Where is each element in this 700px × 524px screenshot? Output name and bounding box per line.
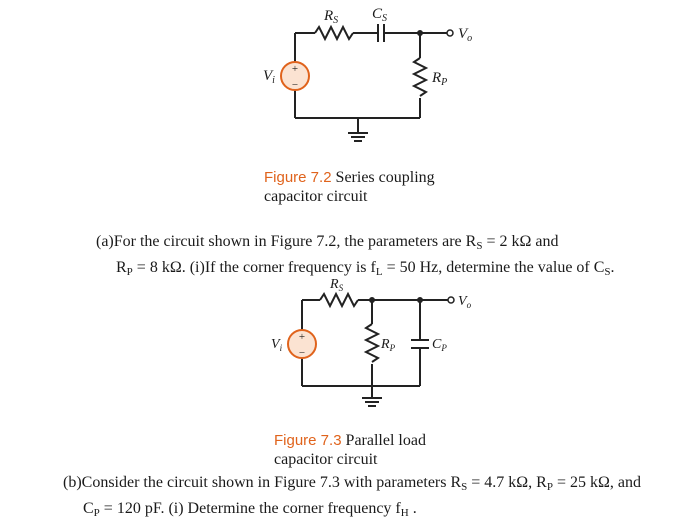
figure-7-2-label: Figure 7.2 — [264, 169, 332, 186]
label-rs: RS — [329, 277, 344, 293]
problem-b-line2: CP = 120 pF. (i) Determine the corner fr… — [83, 500, 417, 519]
capacitor-cp-icon — [411, 339, 429, 349]
ground-icon — [348, 118, 368, 142]
source-minus: − — [292, 79, 298, 91]
problem-a-line1: (a)For the circuit shown in Figure 7.2, … — [96, 233, 559, 252]
source-minus: − — [299, 347, 305, 359]
figure-7-3-label: Figure 7.3 — [274, 432, 342, 449]
label-cp: CP — [432, 337, 447, 353]
resistor-rs-icon — [314, 24, 354, 42]
figure-7-2-circuit: + − RS CS Vo RP Vi — [263, 6, 472, 142]
capacitor-cs-icon — [377, 24, 385, 42]
resistor-rp-icon — [363, 323, 381, 363]
label-vi: Vi — [271, 337, 283, 353]
output-terminal-icon — [447, 296, 455, 304]
resistor-rs-icon — [319, 291, 359, 309]
figure-7-3-circuit: + − RS Vo RP CP Vi — [271, 277, 472, 407]
source-plus: + — [292, 63, 298, 75]
problem-b: (b)Consider the circuit shown in Figure … — [63, 472, 641, 524]
resistor-rp-icon — [411, 57, 429, 97]
label-vo: Vo — [458, 26, 472, 44]
label-cs: CS — [372, 6, 387, 24]
label-vo: Vo — [458, 294, 472, 310]
source-plus: + — [299, 331, 305, 343]
label-rp: RP — [380, 337, 396, 353]
figure-7-2-caption-line1: Series coupling — [335, 169, 435, 186]
label-rs: RS — [323, 8, 338, 26]
voltage-source-vi-icon — [280, 61, 310, 91]
voltage-source-vi-icon — [287, 329, 317, 359]
problem-b-line1: (b)Consider the circuit shown in Figure … — [63, 474, 641, 493]
figure-7-3-caption-line2: capacitor circuit — [274, 451, 378, 468]
figure-7-2-caption: Figure 7.2 Series coupling capacitor cir… — [264, 168, 435, 206]
label-vi: Vi — [263, 68, 275, 86]
ground-icon — [362, 386, 382, 407]
problem-a-line2: RP = 8 kΩ. (i)If the corner frequency is… — [116, 259, 615, 278]
problem-a: (a)For the circuit shown in Figure 7.2, … — [96, 231, 615, 283]
figure-7-3-caption: Figure 7.3 Parallel load capacitor circu… — [274, 431, 426, 469]
label-rp: RP — [431, 70, 447, 88]
figure-7-2-caption-line2: capacitor circuit — [264, 188, 368, 205]
figure-7-3-caption-line1: Parallel load — [345, 432, 426, 449]
output-terminal-icon — [446, 29, 454, 37]
